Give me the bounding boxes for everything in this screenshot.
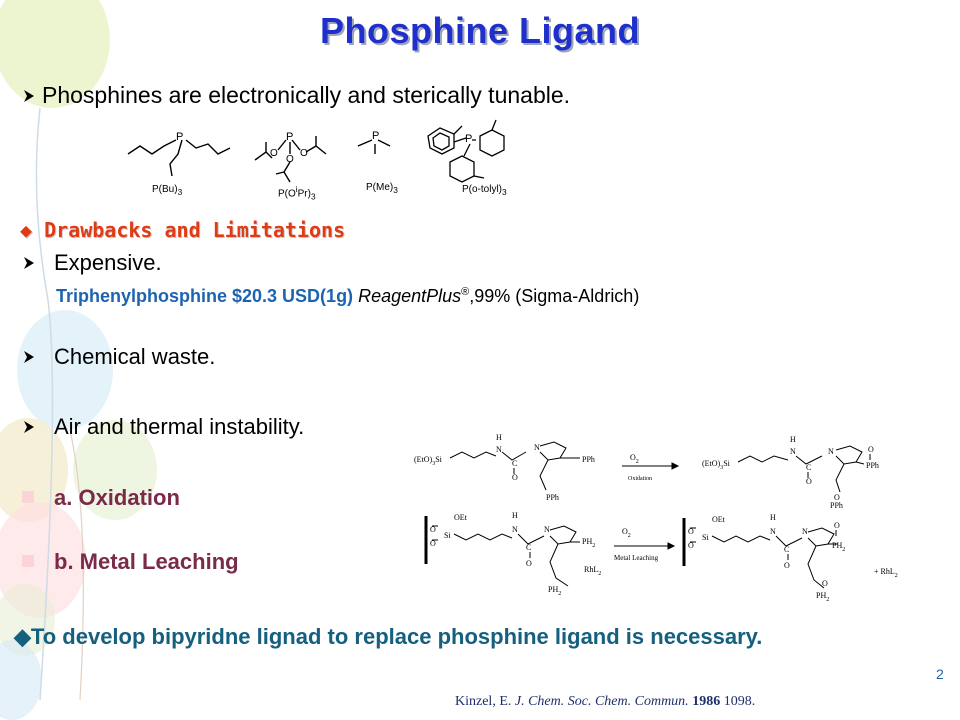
svg-text:+ RhL2: + RhL2 xyxy=(874,567,898,579)
svg-text:P: P xyxy=(372,130,379,142)
svg-text:N: N xyxy=(770,527,776,536)
svg-text:(EtO)3Si: (EtO)3Si xyxy=(414,455,443,467)
intro-text: Phosphines are electronically and steric… xyxy=(42,82,571,108)
svg-text:RhL2: RhL2 xyxy=(584,565,601,577)
svg-text:C: C xyxy=(806,463,811,472)
ligand-label-pbu3: P(Bu)3 xyxy=(152,184,183,197)
citation: Kinzel, E. J. Chem. Soc. Chem. Commun. 1… xyxy=(455,694,756,709)
svg-text:PH2: PH2 xyxy=(548,585,561,597)
arrow-bullet-icon xyxy=(22,414,36,440)
svg-text:N: N xyxy=(544,525,550,534)
diamond-bullet-icon: ◆ xyxy=(20,218,33,242)
square-bullet-icon xyxy=(22,555,34,567)
svg-text:O: O xyxy=(512,473,518,482)
svg-text:H: H xyxy=(496,433,502,442)
svg-text:P: P xyxy=(465,133,472,145)
pbu3-structure xyxy=(127,139,231,177)
svg-text:O: O xyxy=(286,154,294,165)
svg-text:P: P xyxy=(176,131,183,143)
arrow-bullet-icon xyxy=(22,250,36,276)
pme3-structure xyxy=(357,139,391,154)
svg-text:N: N xyxy=(534,443,540,452)
svg-text:O2: O2 xyxy=(630,453,639,465)
svg-text:O: O xyxy=(430,539,436,548)
square-bullet-icon xyxy=(22,491,34,503)
poipr3-structure xyxy=(254,136,327,183)
svg-text:C: C xyxy=(512,459,517,468)
svg-text:O: O xyxy=(806,477,812,486)
svg-text:O: O xyxy=(300,148,308,159)
svg-text:PPh: PPh xyxy=(830,501,843,510)
arrow-bullet-icon xyxy=(22,344,36,370)
conclusion-statement: ◆To develop bipyridne lignad to replace … xyxy=(14,624,763,649)
page-number: 2 xyxy=(936,666,944,682)
metal-leaching-scheme: O O OEt Si H N C O N PH2 RhL2 PH2 O2 Met… xyxy=(424,511,898,603)
drawback-expensive: Expensive. xyxy=(22,250,162,276)
intro-bullet: Phosphines are electronically and steric… xyxy=(22,82,570,109)
svg-text:P: P xyxy=(286,131,293,143)
potolyl3-structure xyxy=(427,119,505,183)
svg-text:O2: O2 xyxy=(622,527,631,539)
svg-text:H: H xyxy=(512,511,518,520)
svg-text:PH2: PH2 xyxy=(832,541,845,553)
svg-text:N: N xyxy=(496,445,502,454)
svg-text:OEt: OEt xyxy=(454,513,468,522)
oxidation-scheme: (EtO)3Si H N C O N PPh PPh O2 Oxidation … xyxy=(414,433,879,510)
svg-text:OEt: OEt xyxy=(712,515,726,524)
svg-text:PH2: PH2 xyxy=(582,537,595,549)
price-note: Triphenylphosphine $20.3 USD(1g) Reagent… xyxy=(56,286,640,306)
arrow-bullet-icon xyxy=(22,82,36,109)
svg-text:O: O xyxy=(688,527,694,536)
svg-text:O: O xyxy=(526,559,532,568)
drawback-instability: Air and thermal instability. xyxy=(22,414,304,440)
svg-text:C: C xyxy=(526,543,531,552)
svg-text:H: H xyxy=(770,513,776,522)
svg-text:O: O xyxy=(688,541,694,550)
svg-text:PPh: PPh xyxy=(582,455,595,464)
svg-text:O: O xyxy=(430,525,436,534)
svg-text:Si: Si xyxy=(702,533,709,542)
svg-text:PPh: PPh xyxy=(546,493,559,502)
svg-text:O: O xyxy=(270,148,278,159)
svg-text:N: N xyxy=(802,527,808,536)
phosphine-structures: P O P O O P P xyxy=(127,119,505,183)
svg-text:Oxidation: Oxidation xyxy=(628,476,652,482)
subitem-leaching: b. Metal Leaching xyxy=(22,549,239,575)
svg-text:H: H xyxy=(790,435,796,444)
svg-text:N: N xyxy=(512,525,518,534)
drawbacks-heading: ◆ Drawbacks and Limitations xyxy=(20,218,346,242)
drawback-waste: Chemical waste. xyxy=(22,344,215,370)
subitem-oxidation: a. Oxidation xyxy=(22,485,180,511)
svg-text:Si: Si xyxy=(444,531,451,540)
svg-text:O: O xyxy=(834,521,840,530)
ligand-label-poipr3: P(OiPr)3 xyxy=(278,184,316,202)
ligand-label-potolyl3: P(o-tolyl)3 xyxy=(462,184,507,197)
svg-text:N: N xyxy=(828,447,834,456)
svg-text:O: O xyxy=(822,579,828,588)
svg-text:O: O xyxy=(868,445,874,454)
svg-text:O: O xyxy=(834,493,840,502)
svg-text:N: N xyxy=(790,447,796,456)
diamond-bullet-icon: ◆ xyxy=(14,624,31,649)
svg-text:O: O xyxy=(784,561,790,570)
svg-text:PH2: PH2 xyxy=(816,591,829,603)
svg-text:C: C xyxy=(784,545,789,554)
svg-text:Metal Leaching: Metal Leaching xyxy=(614,554,659,562)
page-title: Phosphine Ligand xyxy=(320,10,640,51)
ligand-label-pme3: P(Me)3 xyxy=(366,182,398,195)
svg-text:PPh: PPh xyxy=(866,461,879,470)
svg-text:(EtO)3Si: (EtO)3Si xyxy=(702,459,731,471)
